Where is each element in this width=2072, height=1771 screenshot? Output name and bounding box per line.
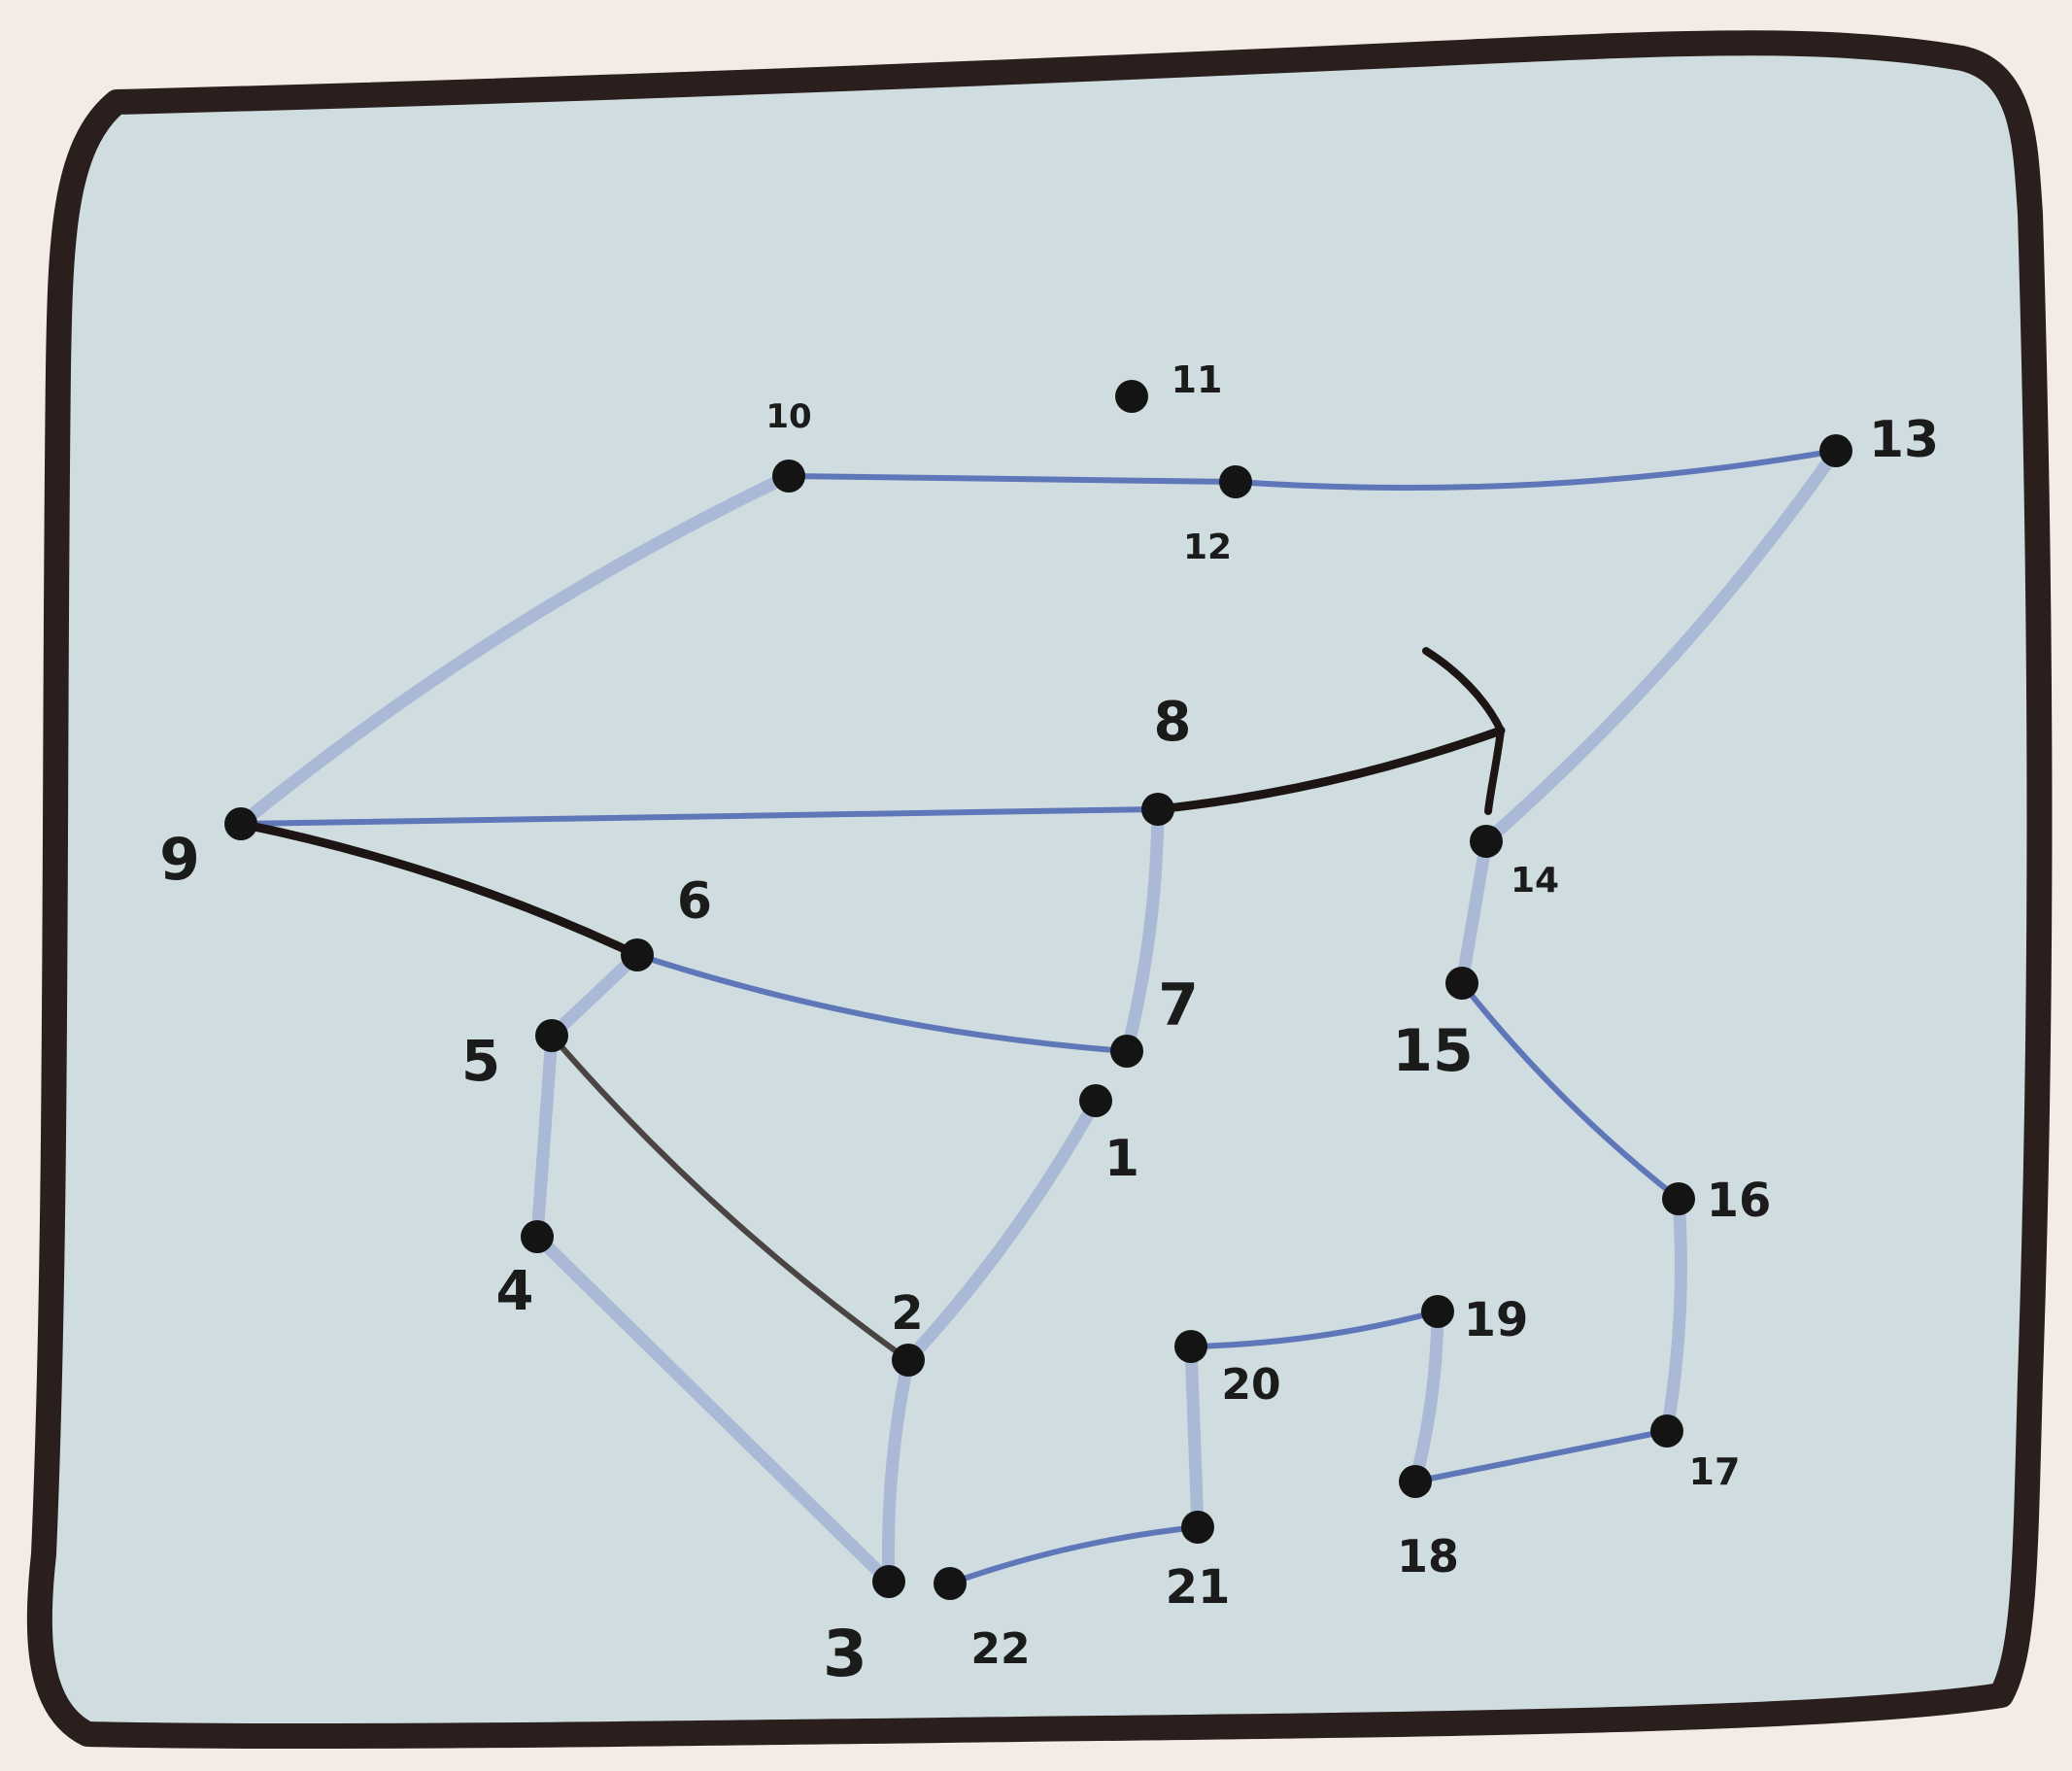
node-dot-18 (1399, 1465, 1432, 1498)
node-label-11: 11 (1172, 358, 1223, 401)
node-label-4: 4 (496, 1260, 534, 1323)
node-dot-11 (1115, 380, 1148, 413)
node-label-18: 18 (1397, 1530, 1459, 1583)
node-label-5: 5 (461, 1028, 500, 1094)
node-label-8: 8 (1154, 691, 1192, 754)
node-dot-9 (224, 807, 257, 840)
node-dot-19 (1421, 1295, 1454, 1328)
node-label-19: 19 (1464, 1293, 1529, 1347)
node-dot-6 (621, 938, 654, 971)
node-dot-2 (892, 1344, 925, 1377)
node-label-17: 17 (1689, 1450, 1741, 1493)
node-dot-10 (772, 460, 805, 493)
node-dot-16 (1662, 1182, 1695, 1215)
node-dot-4 (521, 1220, 554, 1253)
node-label-22: 22 (970, 1624, 1030, 1674)
node-dot-13 (1819, 434, 1852, 467)
node-dot-15 (1445, 967, 1478, 1000)
node-label-20: 20 (1221, 1360, 1280, 1410)
node-label-7: 7 (1158, 971, 1199, 1039)
node-label-9: 9 (159, 826, 200, 894)
node-dot-14 (1470, 825, 1503, 858)
node-label-13: 13 (1869, 411, 1939, 469)
node-dot-7 (1110, 1035, 1143, 1068)
node-dot-17 (1650, 1414, 1683, 1447)
node-label-16: 16 (1707, 1174, 1772, 1228)
node-label-1: 1 (1104, 1130, 1139, 1188)
node-label-3: 3 (823, 1617, 867, 1691)
node-label-21: 21 (1166, 1560, 1231, 1615)
node-dot-12 (1219, 465, 1252, 498)
node-label-2: 2 (891, 1286, 923, 1341)
node-label-10: 10 (765, 397, 811, 436)
node-label-14: 14 (1511, 861, 1559, 901)
node-dot-21 (1181, 1511, 1214, 1544)
node-dot-5 (535, 1019, 568, 1052)
node-label-12: 12 (1183, 528, 1232, 567)
node-dot-1 (1079, 1084, 1112, 1117)
node-dot-20 (1174, 1330, 1207, 1363)
node-label-6: 6 (677, 872, 712, 931)
node-label-15: 15 (1392, 1017, 1474, 1085)
edge-n21-n20 (1191, 1346, 1198, 1527)
node-dot-3 (872, 1565, 905, 1598)
node-dot-8 (1141, 793, 1174, 826)
node-dot-22 (934, 1567, 967, 1600)
